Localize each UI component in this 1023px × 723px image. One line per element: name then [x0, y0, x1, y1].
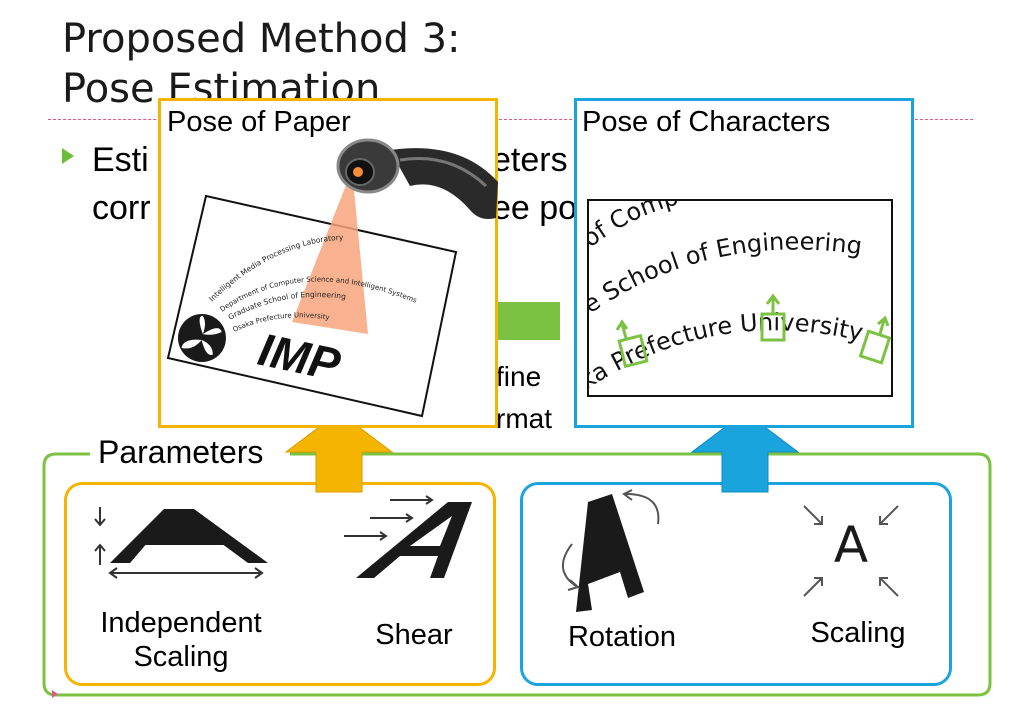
independent-scaling-label-line1: Independent — [100, 607, 262, 639]
tilted-paper-illustration: Intelligent Media Processing Laboratory … — [166, 138, 498, 418]
green-arrow-block — [496, 302, 560, 340]
text-fragment-rmat: rmat — [496, 403, 552, 434]
title-divider — [48, 119, 973, 120]
rotation-icon — [562, 489, 660, 612]
parameters-label: Parameters — [94, 434, 268, 471]
bullet-text-line2-start: corr — [92, 189, 151, 227]
blue-up-arrow — [690, 411, 800, 493]
webcam-icon — [336, 138, 498, 219]
scaling-label: Scaling — [810, 617, 906, 649]
independent-scaling-icon — [94, 507, 268, 579]
bullet-text-line1-start: Esti — [92, 141, 149, 179]
butterfly-logo-icon — [178, 314, 226, 362]
yellow-up-arrow — [284, 411, 394, 493]
independent-scaling-label: Independent Scaling — [86, 606, 276, 674]
text-fragment-fine: fine — [496, 361, 542, 392]
pose-marker-y — [858, 329, 892, 365]
shear-icon — [344, 495, 472, 578]
pose-of-characters-label: Pose of Characters — [582, 106, 831, 138]
triangle-bullet-icon — [62, 148, 74, 164]
scaling-glyph: A — [834, 516, 868, 574]
page-title: Proposed Method 3: Pose Estimation — [62, 14, 461, 114]
paper-pose-parameters-group — [64, 482, 496, 686]
bullet-text-line1-end: eters — [492, 141, 568, 179]
camera-view-cone — [292, 170, 368, 334]
independent-scaling-label-line2: Scaling — [133, 641, 229, 673]
rotation-label: Rotation — [567, 621, 676, 653]
pose-marker-p — [617, 333, 649, 369]
character-pose-markers — [615, 293, 892, 369]
pose-of-paper-label: Pose of Paper — [167, 106, 351, 138]
title-line-1: Proposed Method 3: — [62, 16, 461, 62]
bullet-text-line2-end: ee po — [492, 189, 578, 227]
character-pose-illustration: of Comp e School of Engineering ka Prefe… — [587, 199, 893, 397]
shear-label: Shear — [375, 619, 453, 651]
uniform-scaling-icon: A — [803, 505, 899, 597]
slide-corner-mark — [52, 690, 58, 698]
